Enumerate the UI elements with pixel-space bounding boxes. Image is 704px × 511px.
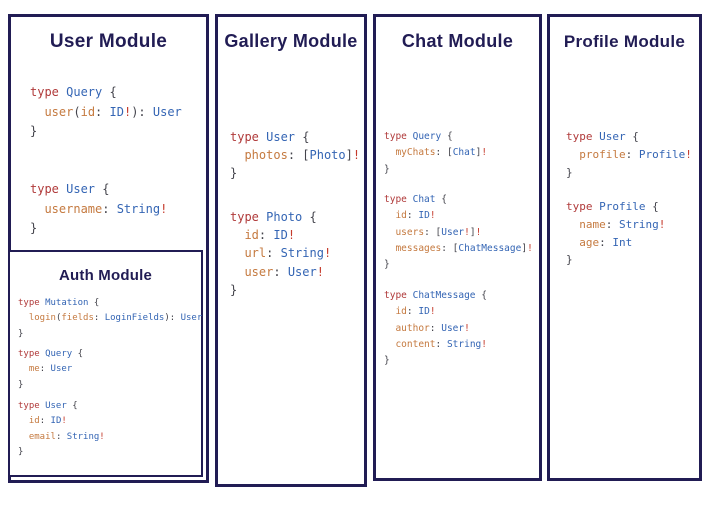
chat-module-title: Chat Module [401,31,514,51]
user-module-title: User Module [49,31,168,52]
user-module-code-user: type User { username: String!} [30,182,168,235]
auth-module-panel: Auth Module type Mutation { login(fields… [8,250,203,477]
auth-module-code-user: type User { id: ID! email: String!} [18,401,105,457]
profile-module-title: Profile Module [563,32,686,51]
auth-module-code-query: type Query { me: User} [18,349,84,390]
profile-module-code-user: type User { profile: Profile!} [566,130,692,179]
chat-module-code-query: type Query { myChats: [Chat]!} [384,131,488,175]
chat-module-code-chat: type Chat { id: ID! users: [User!]! mess… [384,194,533,271]
gallery-module-code-photo: type Photo { id: ID! url: String! user: … [230,210,332,297]
user-module-panel: User Module type Query { user(id: ID!): … [8,14,209,483]
gallery-module-panel: Gallery Module type User { photos: [Phot… [215,14,367,487]
gallery-module-title: Gallery Module [224,31,358,51]
profile-module-panel: Profile Module type User { profile: Prof… [547,14,702,481]
gallery-module-code-user: type User { photos: [Photo]!} [230,130,361,181]
chat-module-code-chatmessage: type ChatMessage { id: ID! author: User!… [384,290,488,367]
chat-module-panel: Chat Module type Query { myChats: [Chat]… [373,14,542,481]
auth-module-title: Auth Module [58,267,152,284]
user-module-code-query: type Query { user(id: ID!): User} [30,85,182,138]
profile-module-code-profile: type Profile { name: String! age: Int} [566,200,666,267]
auth-module-code-mutation: type Mutation { login(fields: LoginField… [18,298,203,339]
